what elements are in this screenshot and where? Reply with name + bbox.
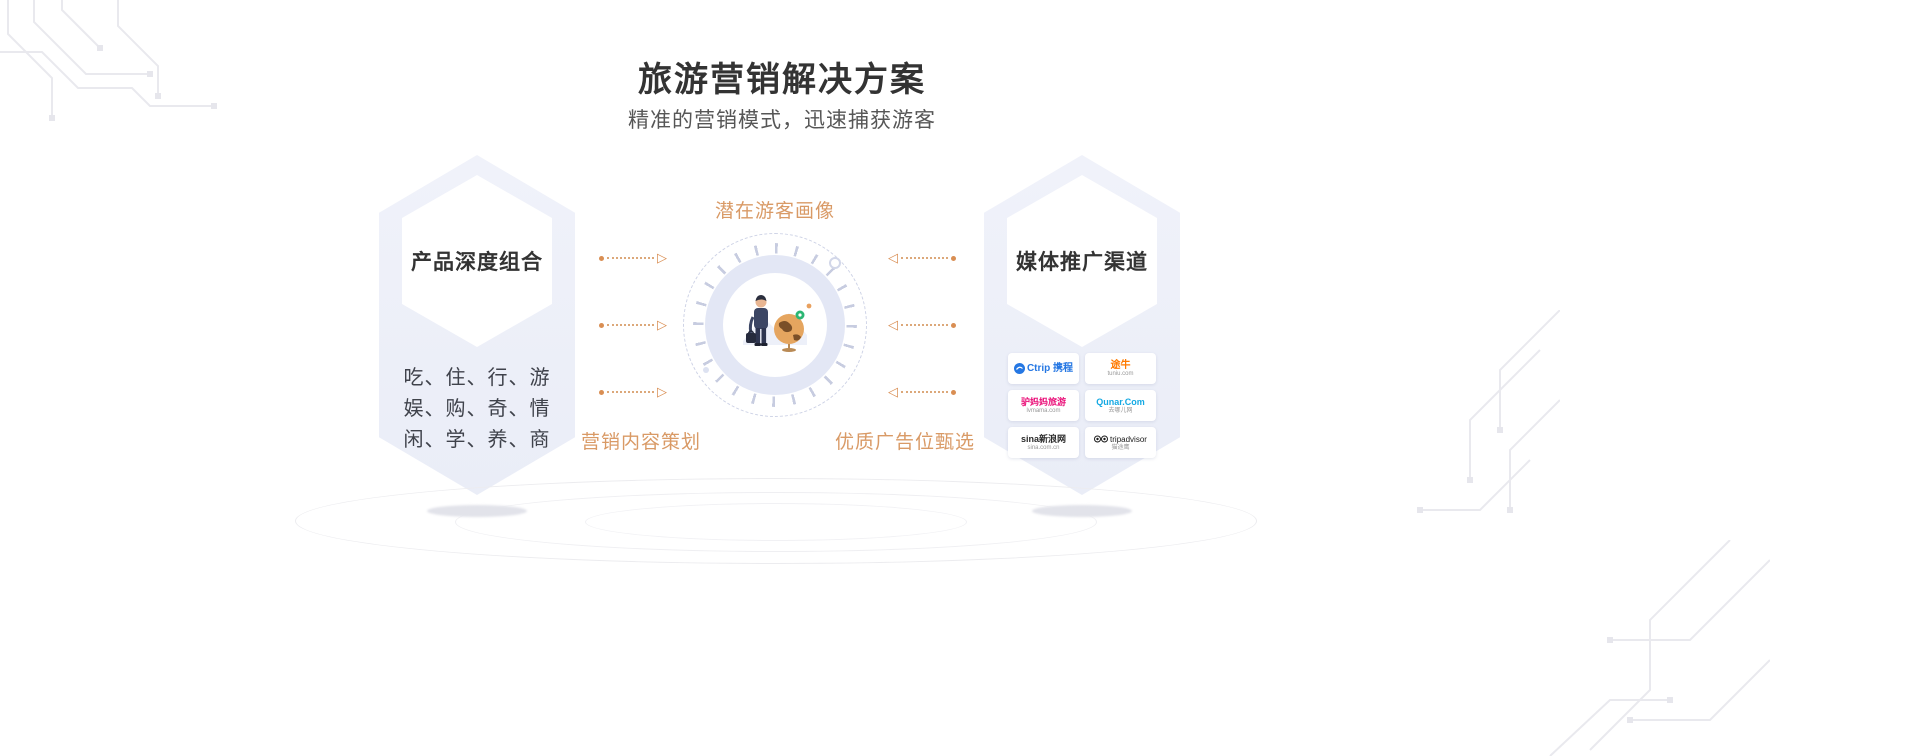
flow-dashes [607,324,654,326]
label-marketing-content-planning: 营销内容策划 [580,432,701,453]
media-logo-grid: Ctrip 携程 途牛 tuniu.com 驴妈妈旅游 lvmama.com Q… [1008,353,1156,458]
flow-line-products-3: ▷ [599,384,667,399]
flow-dashes [607,257,654,259]
label-potential-tourist-profile: 潜在游客画像 [714,201,835,222]
flow-dashes [901,391,948,393]
flow-dot [599,255,604,261]
ctrip-dolphin-icon [1013,363,1025,374]
logo-subtext: tuniu.com [1107,370,1134,377]
logo-tripadvisor: tripadvisor 猫途鹰 [1085,427,1156,458]
flow-dot [951,322,956,328]
flow-dot [951,389,956,395]
logo-text: 途牛 [1110,359,1131,371]
logo-lvmama: 驴妈妈旅游 lvmama.com [1008,390,1079,421]
hexagon-shadow-right [1032,505,1132,517]
dial-accent-dot [829,257,841,269]
logo-ctrip: Ctrip 携程 [1008,353,1079,384]
logo-subtext: 去哪儿网 [1108,407,1133,414]
product-elements-list: 吃、住、行、游 娱、购、奇、情 闲、学、养、商 [379,363,575,456]
arrow-right-icon: ▷ [657,384,667,399]
logo-subtext: lvmama.com [1026,407,1061,414]
product-line: 闲、学、养、商 [403,429,551,451]
logo-tuniu: 途牛 tuniu.com [1085,353,1156,384]
dashed-ring [683,233,867,417]
arrow-left-icon: ◁ [888,384,898,399]
flow-dashes [607,391,654,393]
tripadvisor-owl-icon [1094,435,1109,443]
logo-text: tripadvisor [1110,434,1147,444]
flow-line-media-2: ◁ [888,317,956,332]
flow-dot [599,389,604,395]
circuit-decoration-right [1417,310,1560,513]
dial-accent-dot [703,367,709,373]
ground-ring-middle [455,492,1097,552]
product-line: 娱、购、奇、情 [403,398,551,420]
logo-qunar: Qunar.Com 去哪儿网 [1085,390,1156,421]
flow-dot [599,322,604,328]
traveler-globe-graphic [743,295,812,352]
card-title: 媒体推广渠道 [1016,251,1148,274]
circuit-decoration-bottom-right [1549,540,1770,756]
label-premium-ad-selection: 优质广告位甄选 [834,432,975,453]
logo-subtext: sina.com.cn [1027,444,1060,451]
arrow-right-icon: ▷ [657,250,667,265]
logo-text: Qunar.Com [1096,396,1145,407]
tourist-profile-dial [683,233,867,417]
ground-ring-outer [295,478,1257,564]
ground-ring-inner [585,503,967,541]
flow-dashes [901,324,948,326]
logo-text: 驴妈妈旅游 [1020,396,1066,407]
arrow-left-icon: ◁ [888,317,898,332]
flow-line-media-1: ◁ [888,250,956,265]
logo-subtext: 猫途鹰 [1111,444,1130,451]
arrow-left-icon: ◁ [888,250,898,265]
flow-line-products-2: ▷ [599,317,667,332]
hexagon-shadow-left [427,505,527,517]
product-combination-card: 产品深度组合 吃、住、行、游 娱、购、奇、情 闲、学、养、商 [379,155,575,495]
media-channels-card: 媒体推广渠道 Ctrip 携程 途牛 tuniu.com [984,155,1180,495]
flow-line-products-1: ▷ [599,250,667,265]
logo-text: sina新浪网 [1020,433,1066,444]
traveler-illustration [723,273,827,377]
flow-dashes [901,257,948,259]
product-line: 吃、住、行、游 [403,367,551,389]
flow-dot [951,255,956,261]
card-title: 产品深度组合 [411,251,543,274]
logo-sina: sina新浪网 sina.com.cn [1008,427,1079,458]
section-title: 旅游营销解决方案 [638,61,926,99]
arrow-right-icon: ▷ [657,317,667,332]
section-subtitle: 精准的营销模式，迅速捕获游客 [628,109,936,132]
flow-line-media-3: ◁ [888,384,956,399]
logo-text: Ctrip 携程 [1026,363,1074,374]
